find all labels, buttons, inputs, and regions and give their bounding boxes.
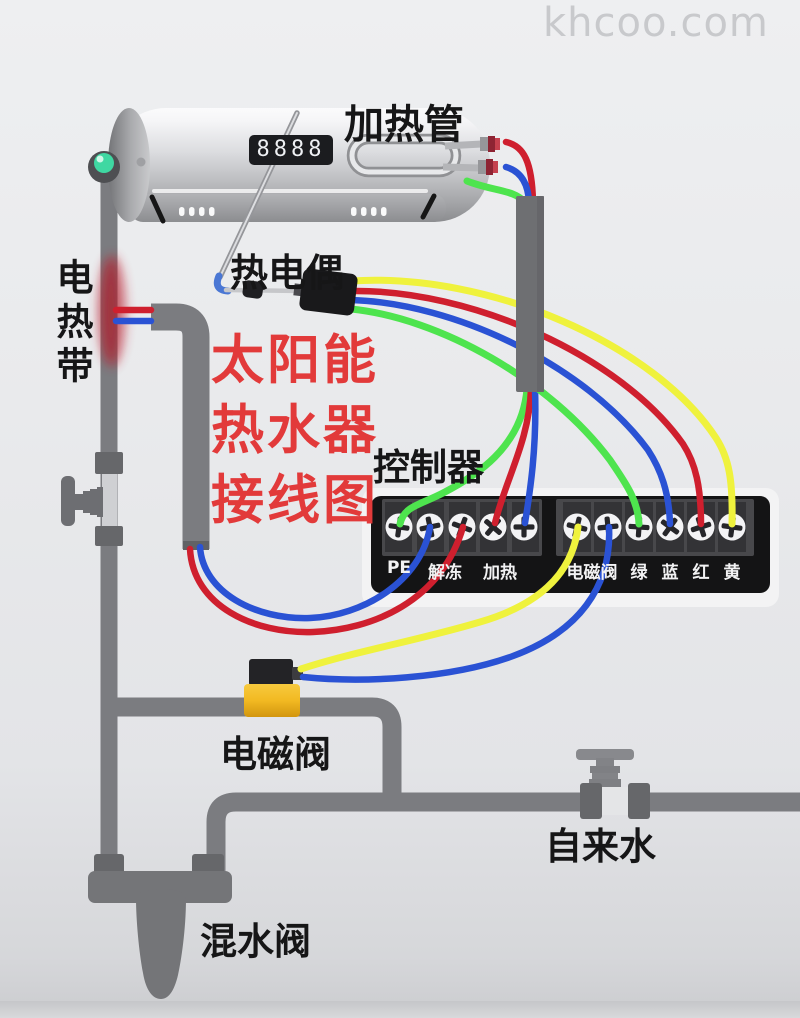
heating-tube <box>346 133 483 178</box>
label-heating-belt: 电热带 <box>50 258 93 390</box>
tank-skirt <box>130 194 446 222</box>
terminal-label-heat: 加热 <box>483 563 517 583</box>
tank-left-cap <box>108 108 150 222</box>
mixing-valve-spout <box>136 889 186 999</box>
heating-element-terminals <box>478 136 509 175</box>
valve-handle <box>61 476 75 526</box>
mixing-valve <box>88 854 232 999</box>
label-controller: 控制器 <box>373 446 484 489</box>
terminal-label-defrost: 解冻 <box>428 563 462 583</box>
wire-solenoid-blue <box>299 523 613 683</box>
label-thermocouple: 热电偶 <box>230 251 345 295</box>
pipe-solenoid-run <box>109 697 402 804</box>
terminal-label-red: 红 <box>692 563 710 583</box>
label-tap-water: 自来水 <box>545 825 656 868</box>
wire-sensor-green <box>347 305 643 528</box>
wire-defrost-blue <box>196 523 434 622</box>
wire-sensor-red <box>347 287 705 528</box>
label-heating-tube: 加热管 <box>344 102 464 148</box>
title-line-2: 热水器 <box>211 400 379 461</box>
pipe-hot-outlet-elbow <box>151 303 210 549</box>
heating-belt-glow <box>97 254 127 368</box>
wire-defrost-red <box>186 523 467 636</box>
title-line-3: 接线图 <box>211 470 379 531</box>
terminal-label-blue: 蓝 <box>661 563 679 583</box>
wire-heat-blue <box>521 385 539 527</box>
pipe-tap-water-run <box>206 792 800 876</box>
tap-valve-handle <box>576 749 634 760</box>
terminal-label-yellow: 黄 <box>723 563 741 583</box>
terminal-label-pe: PE <box>386 558 412 578</box>
status-led <box>94 153 114 173</box>
terminal-label-green: 绿 <box>630 563 648 583</box>
riser-shutoff-valve <box>61 452 123 546</box>
thermocouple-connector-box <box>299 268 358 316</box>
wire-sensor-blue <box>347 296 674 528</box>
water-heater-tank <box>88 108 509 224</box>
tank-vents <box>179 207 387 216</box>
wire-heat-red <box>491 385 535 527</box>
terminal-label-solenoid: 电磁阀 <box>566 563 618 583</box>
label-solenoid-valve: 电磁阀 <box>220 733 331 776</box>
watermark: khcoo.com <box>543 0 769 46</box>
wire-solenoid-yellow <box>297 523 582 673</box>
floor-shadow <box>0 1001 800 1018</box>
title-line-1: 太阳能 <box>211 330 379 391</box>
label-mixing-valve: 混水阀 <box>200 920 311 963</box>
tap-water-valve <box>576 749 650 819</box>
diagram-title: 太阳能 热水器 接线图 <box>211 326 379 536</box>
temperature-display: 8888 <box>249 135 333 165</box>
pipe-end-cap <box>183 541 209 550</box>
wire-conduit <box>516 196 544 392</box>
wire-pe <box>396 385 531 528</box>
wire-heater-red <box>502 138 537 206</box>
solenoid-valve <box>244 659 303 717</box>
wire-sensor-yellow <box>347 276 736 528</box>
